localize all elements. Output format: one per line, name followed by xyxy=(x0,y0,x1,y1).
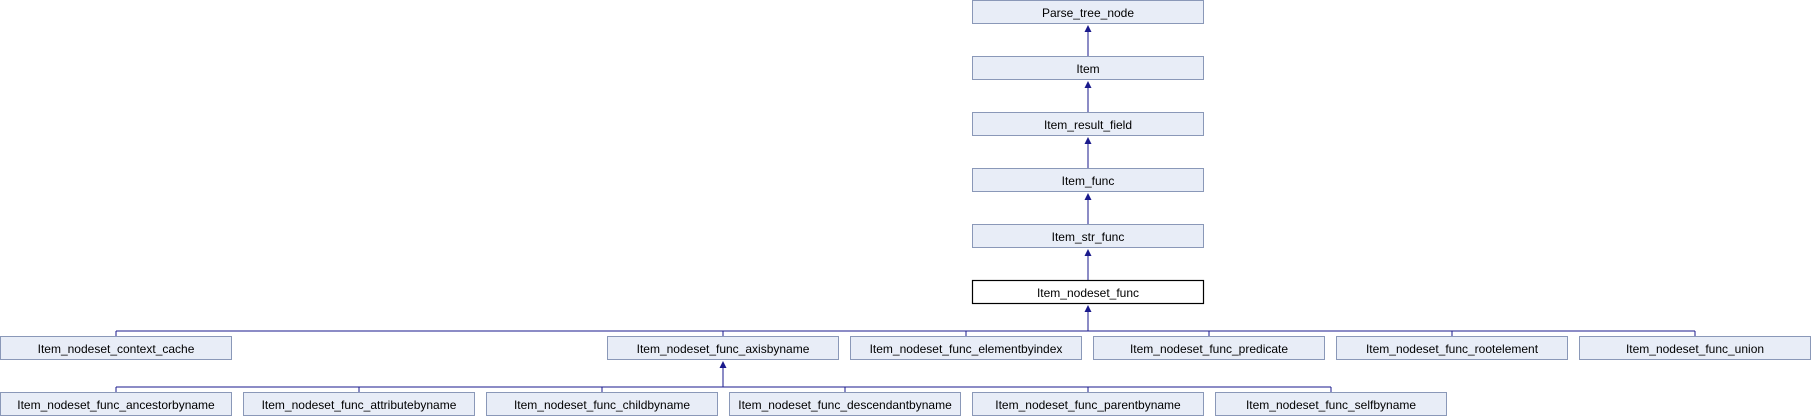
node-label: Item_nodeset_func_childbyname xyxy=(514,398,690,412)
node-item-nodeset-func-descendantbyname[interactable]: Item_nodeset_func_descendantbyname xyxy=(729,392,961,416)
node-box xyxy=(972,224,1204,248)
edge-group-parse-tree-node xyxy=(1084,25,1092,56)
node-label: Item_nodeset_func_elementbyindex xyxy=(870,342,1063,356)
node-item-nodeset-func-parentbyname[interactable]: Item_nodeset_func_parentbyname xyxy=(972,392,1204,416)
edge-group-item-func xyxy=(1084,193,1092,224)
arrowhead-icon xyxy=(1084,81,1092,88)
node-label: Item_nodeset_func_axisbyname xyxy=(637,342,810,356)
node-item-nodeset-func-axisbyname[interactable]: Item_nodeset_func_axisbyname xyxy=(607,336,839,360)
node-item-nodeset-func-predicate[interactable]: Item_nodeset_func_predicate xyxy=(1093,336,1325,360)
node-box xyxy=(1336,336,1568,360)
node-box xyxy=(972,112,1204,136)
node-label: Item_nodeset_func_descendantbyname xyxy=(738,398,952,412)
node-item-nodeset-func-childbyname[interactable]: Item_nodeset_func_childbyname xyxy=(486,392,718,416)
node-box xyxy=(972,56,1204,80)
node-item-nodeset-func-union[interactable]: Item_nodeset_func_union xyxy=(1579,336,1811,360)
edge-group-item xyxy=(1084,81,1092,112)
node-item-nodeset-context-cache[interactable]: Item_nodeset_context_cache xyxy=(0,336,232,360)
node-item-result-field[interactable]: Item_result_field xyxy=(972,112,1204,136)
node-label: Item xyxy=(1076,62,1099,76)
node-label: Item_func xyxy=(1062,174,1115,188)
arrowhead-icon xyxy=(1084,193,1092,200)
edges-layer xyxy=(115,25,1696,392)
node-box xyxy=(0,336,232,360)
node-label: Item_nodeset_func_predicate xyxy=(1130,342,1288,356)
edge-group-item-result-field xyxy=(1084,137,1092,168)
edge-group-item-nodeset-func-axisbyname xyxy=(115,361,1332,392)
node-box xyxy=(971,279,1205,305)
node-label: Item_nodeset_func_selfbyname xyxy=(1246,398,1416,412)
arrowhead-icon xyxy=(1084,137,1092,144)
node-label: Item_nodeset_func_union xyxy=(1626,342,1764,356)
arrowhead-icon xyxy=(1084,25,1092,32)
node-label: Item_nodeset_func_attributebyname xyxy=(262,398,457,412)
node-box xyxy=(607,336,839,360)
node-item[interactable]: Item xyxy=(972,56,1204,80)
node-label: Item_nodeset_func xyxy=(1037,286,1139,300)
node-box xyxy=(972,0,1204,24)
node-item-nodeset-func-rootelement[interactable]: Item_nodeset_func_rootelement xyxy=(1336,336,1568,360)
node-item-nodeset-func-ancestorbyname[interactable]: Item_nodeset_func_ancestorbyname xyxy=(0,392,232,416)
node-label: Item_nodeset_func_parentbyname xyxy=(995,398,1181,412)
arrowhead-icon xyxy=(719,361,727,368)
node-item-str-func[interactable]: Item_str_func xyxy=(972,224,1204,248)
node-label: Item_nodeset_func_rootelement xyxy=(1366,342,1539,356)
edge-group-item-nodeset-func xyxy=(115,305,1696,336)
node-box xyxy=(1579,336,1811,360)
node-label: Item_str_func xyxy=(1052,230,1125,244)
node-box xyxy=(1093,336,1325,360)
node-parse-tree-node[interactable]: Parse_tree_node xyxy=(972,0,1204,24)
node-box xyxy=(972,168,1204,192)
node-label: Parse_tree_node xyxy=(1042,6,1134,20)
arrowhead-icon xyxy=(1084,249,1092,256)
node-label: Item_result_field xyxy=(1044,118,1132,132)
edge-group-item-str-func xyxy=(1084,249,1092,280)
arrowhead-icon xyxy=(1084,305,1092,312)
node-item-nodeset-func-attributebyname[interactable]: Item_nodeset_func_attributebyname xyxy=(243,392,475,416)
node-item-nodeset-func-elementbyindex[interactable]: Item_nodeset_func_elementbyindex xyxy=(850,336,1082,360)
node-item-nodeset-func[interactable]: Item_nodeset_func xyxy=(971,279,1205,305)
node-item-nodeset-func-selfbyname[interactable]: Item_nodeset_func_selfbyname xyxy=(1215,392,1447,416)
node-label: Item_nodeset_context_cache xyxy=(38,342,195,356)
node-label: Item_nodeset_func_ancestorbyname xyxy=(17,398,215,412)
node-item-func[interactable]: Item_func xyxy=(972,168,1204,192)
node-box xyxy=(850,336,1082,360)
